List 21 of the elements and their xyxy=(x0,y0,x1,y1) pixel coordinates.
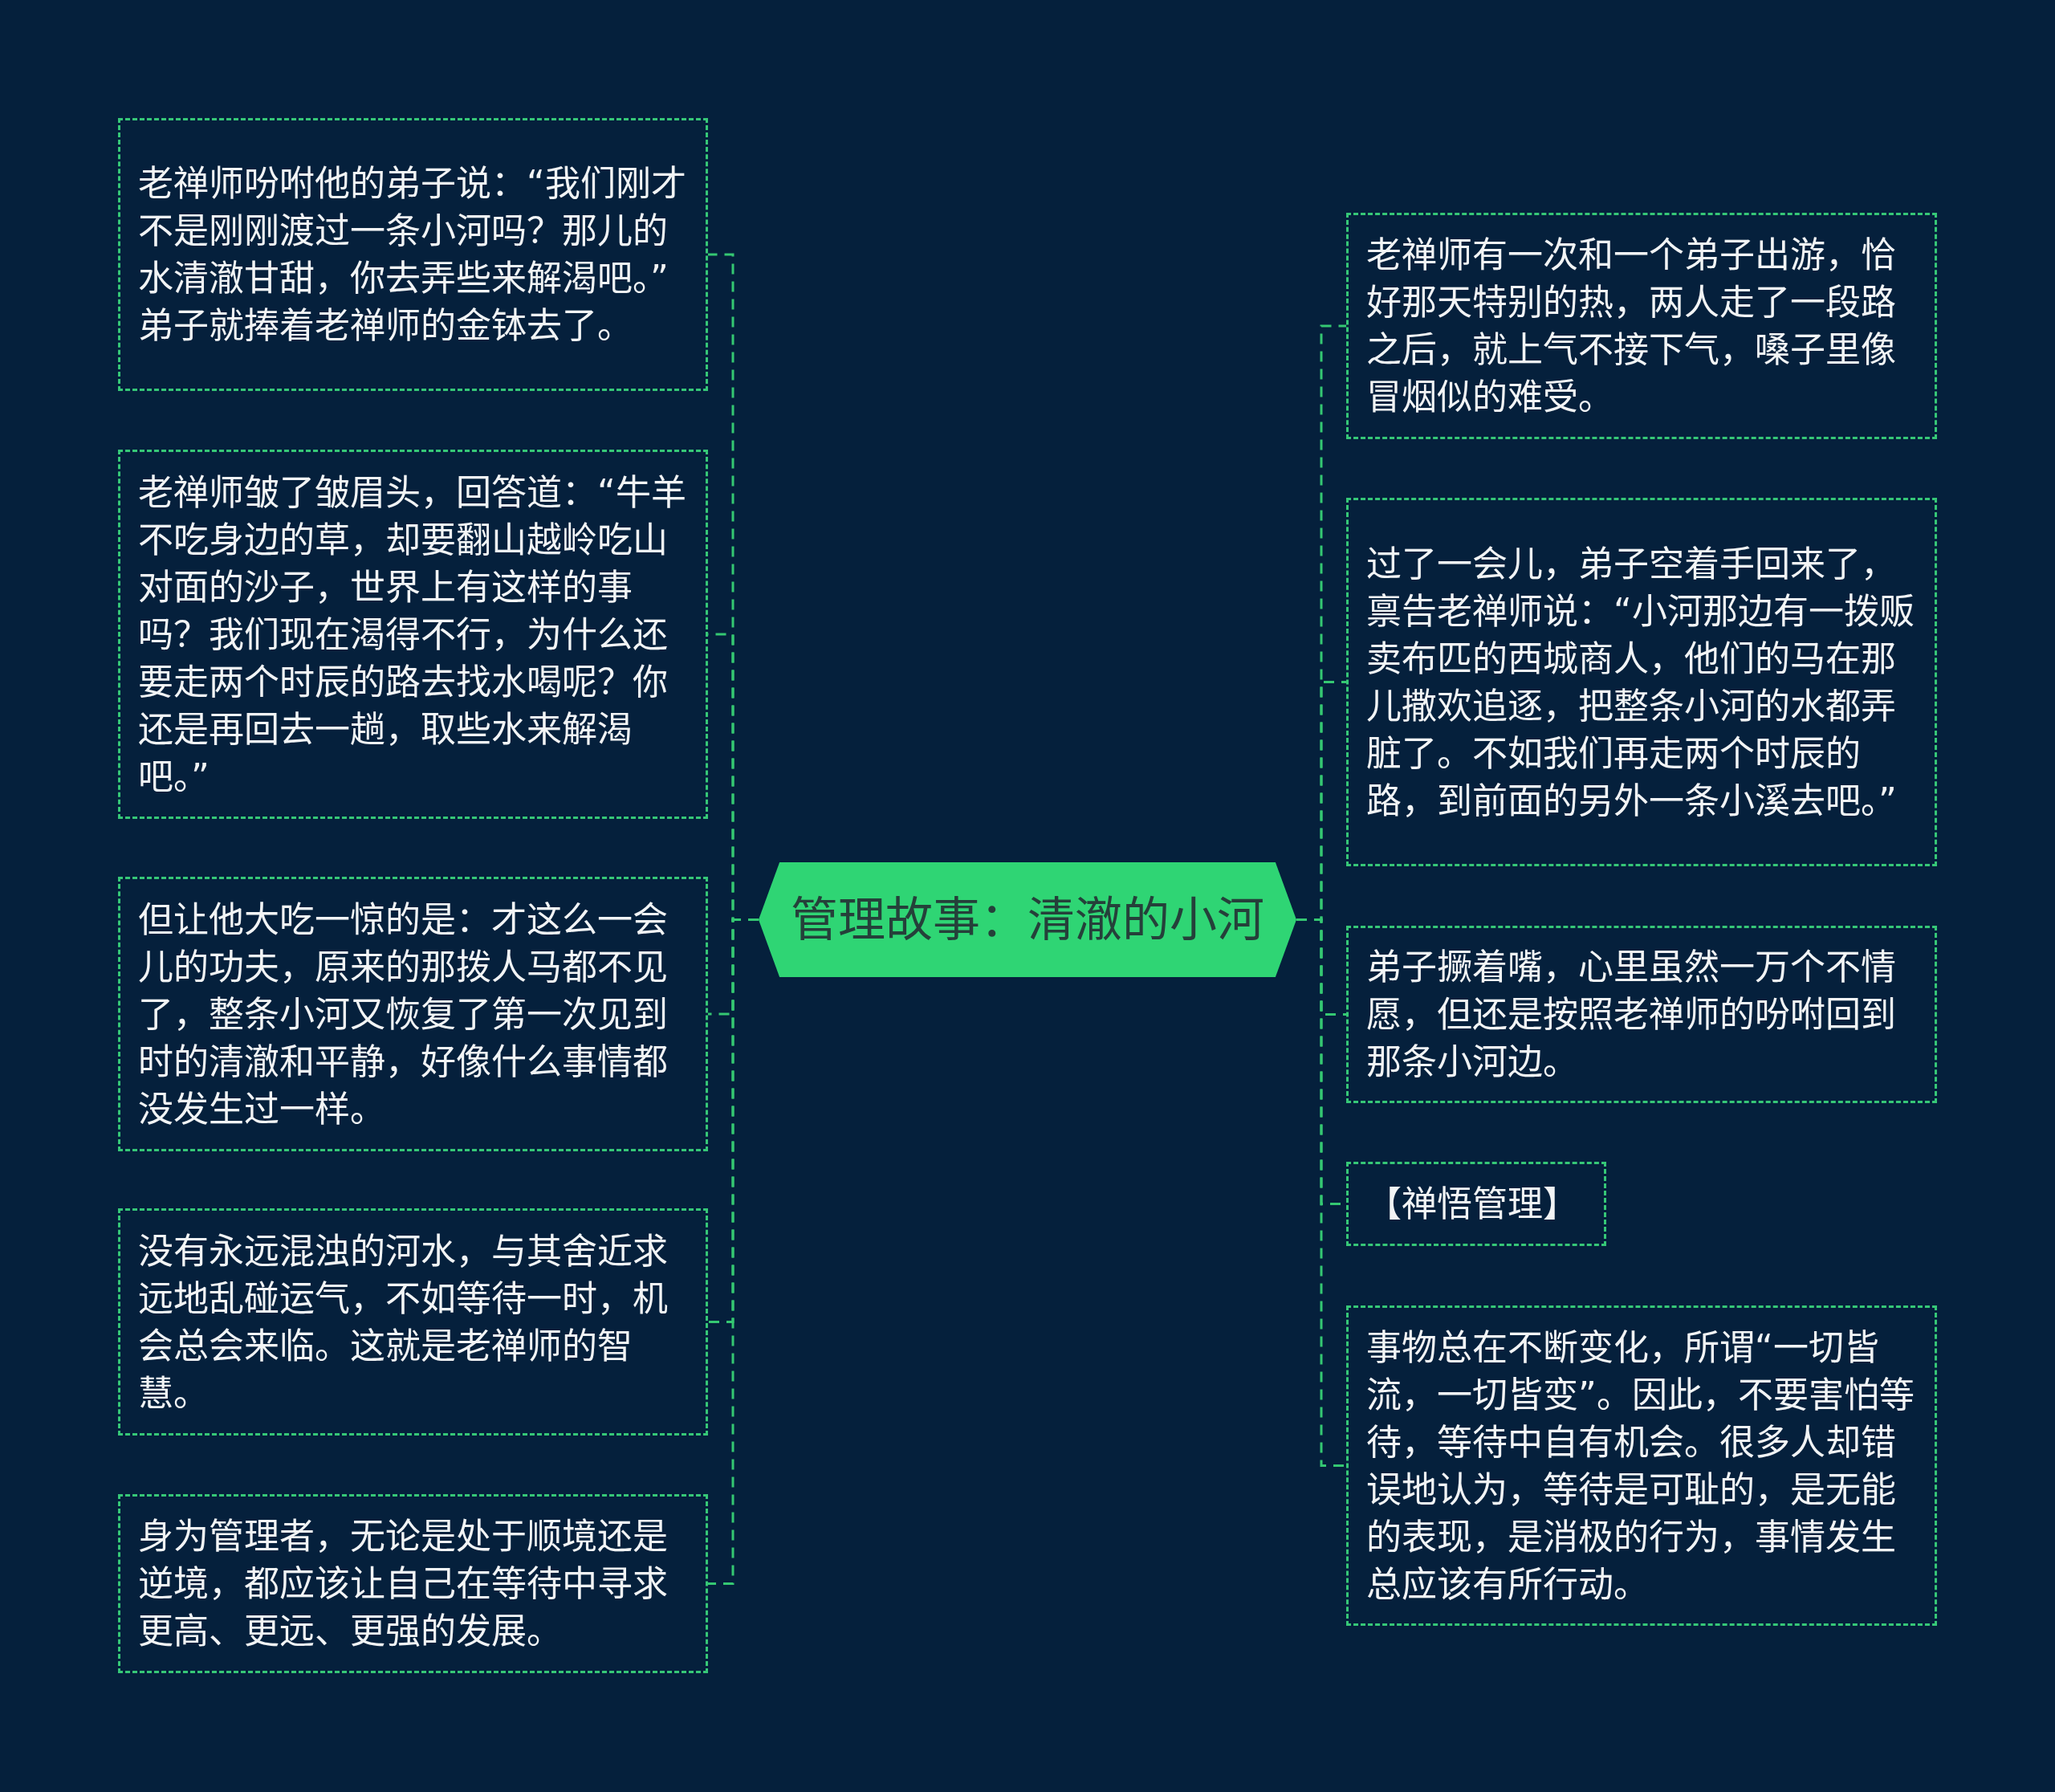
note-text: 老禅师吩咐他的弟子说：“我们刚才不是刚刚渡过一条小河吗？那儿的水清澈甘甜，你去弄些来解渴吧。”弟子就捧着老禅师的金钵去了。 xyxy=(138,162,687,348)
note-card xyxy=(118,118,708,391)
note-card xyxy=(1346,213,1937,439)
note-card xyxy=(1346,498,1937,866)
note-card xyxy=(118,450,708,819)
note-text: 【禅悟管理】 xyxy=(1366,1183,1579,1226)
note-text: 身为管理者，无论是处于顺境还是逆境，都应该让自己在等待中寻求更高、更远、更强的发展。 xyxy=(138,1515,669,1653)
note-text: 老禅师皱了皱眉头，回答道：“牛羊不吃身边的草，却要翻山越岭吃山对面的沙子，世界上有这样的事吗？我们现在渴得不行，为什么还要走两个时辰的路去找水喝呢？你还是再回去一趟，取些水来解渴吧。” xyxy=(138,470,687,799)
note-card xyxy=(1346,1305,1937,1626)
note-text: 没有永远混浊的河水，与其舍近求远地乱碰运气，不如等待一时，机会总会来临。这就是老禅师的智慧。 xyxy=(138,1229,669,1415)
note-card xyxy=(118,1208,708,1436)
note-text: 事物总在不断变化，所谓“一切皆流，一切皆变”。因此，不要害怕等待，等待中自有机会。很多人却错误地认为，等待是可耻的，是无能的表现，是消极的行为，事情发生总应该有所行动。 xyxy=(1366,1326,1915,1607)
note-text: 但让他大吃一惊的是：才这么一会儿的功夫，原来的那拨人马都不见了，整条小河又恢复了第一次见到时的清澈和平静，好像什么事情都没发生过一样。 xyxy=(138,898,669,1131)
note-card xyxy=(1346,1162,1606,1246)
note-card xyxy=(1346,926,1937,1103)
note-text: 老禅师有一次和一个弟子出游，恰好那天特别的热，两人走了一段路之后，就上气不接下气，嗓子里像冒烟似的难受。 xyxy=(1366,234,1897,419)
note-card xyxy=(118,877,708,1151)
note-card xyxy=(118,1494,708,1673)
note-text: 过了一会儿，弟子空着手回来了，禀告老禅师说：“小河那边有一拨贩卖布匹的西城商人，他们的马在那儿撒欢追逐，把整条小河的水都弄脏了。不如我们再走两个时辰的路，到前面的另外一条小溪去吧。” xyxy=(1366,542,1915,823)
note-text: 弟子撅着嘴，心里虽然一万个不情愿，但还是按照老禅师的吩咐回到那条小河边。 xyxy=(1366,946,1897,1084)
topic-title: 管理故事：清澈的小河 xyxy=(791,892,1264,947)
